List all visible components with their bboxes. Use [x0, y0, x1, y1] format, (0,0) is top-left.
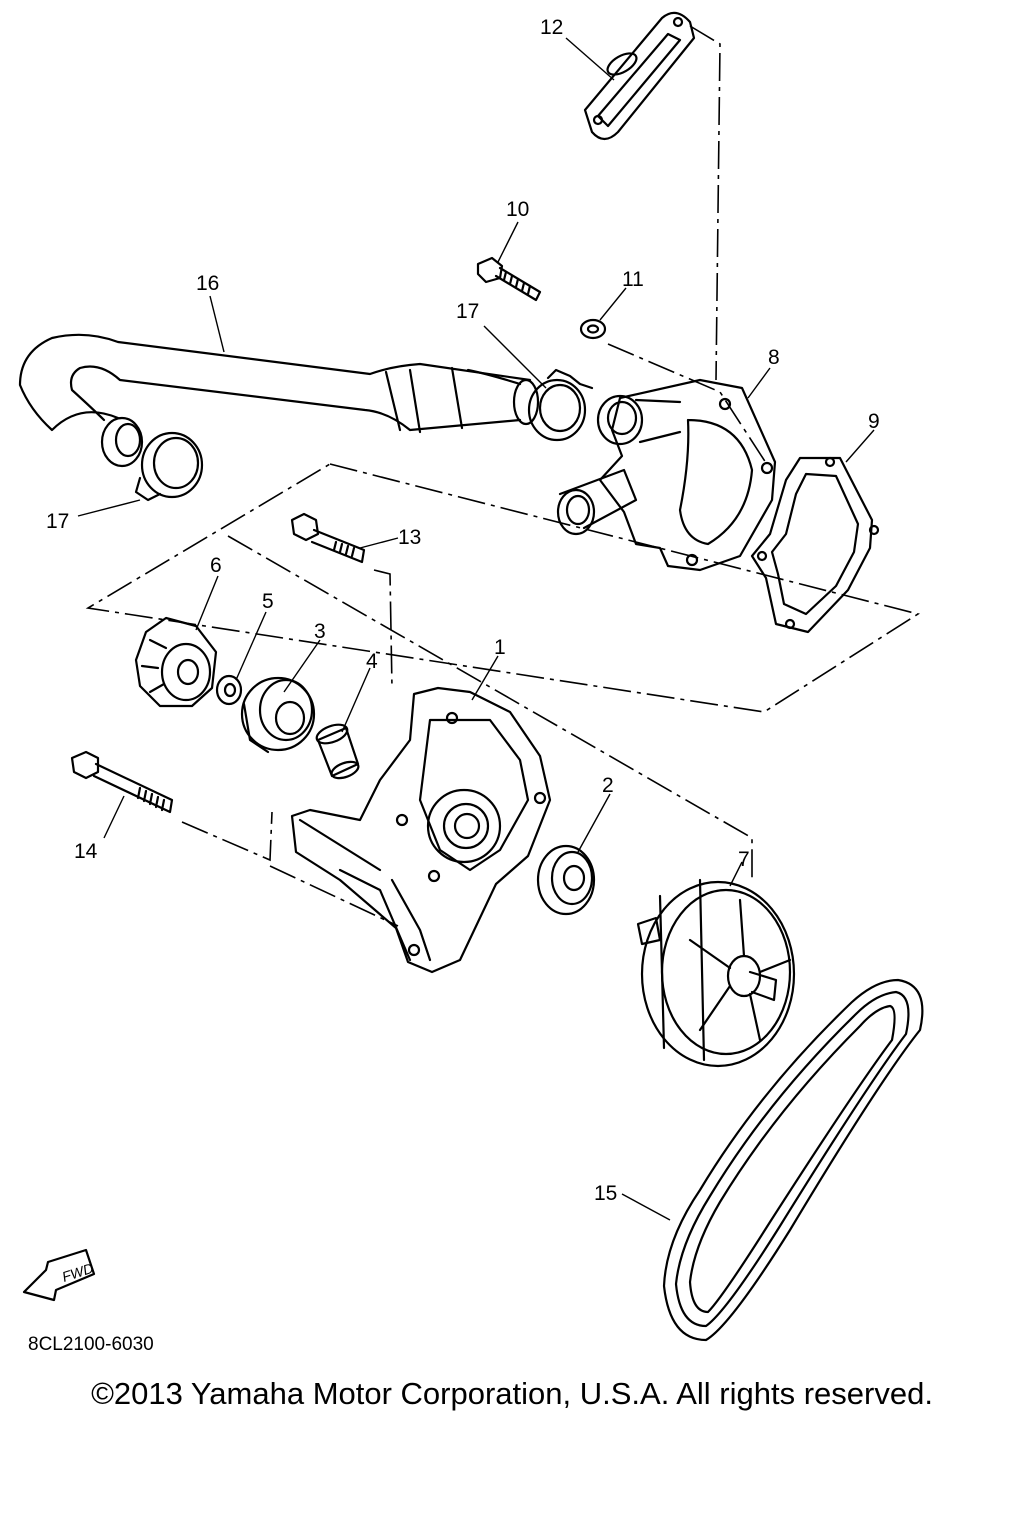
part-11-washer	[579, 318, 607, 340]
callout-15: 15	[594, 1182, 617, 1205]
callout-5: 5	[262, 590, 274, 613]
part-3-seal	[240, 676, 316, 754]
part-6-impeller	[134, 616, 218, 708]
fwd-arrow-icon	[22, 1248, 96, 1302]
callout-10: 10	[506, 198, 529, 221]
part-4-collar	[315, 723, 360, 780]
part-15-belt	[662, 978, 924, 1342]
callout-4: 4	[366, 650, 378, 673]
callout-3: 3	[314, 620, 326, 643]
callout-12: 12	[540, 16, 563, 39]
assembly-lines	[85, 25, 920, 927]
callout-8: 8	[768, 346, 780, 369]
part-5-washer	[215, 674, 243, 706]
copyright-notice: ©2013 Yamaha Motor Corporation, U.S.A. A…	[91, 1376, 933, 1411]
part-13-bolt	[290, 512, 366, 564]
part-9-gasket	[750, 456, 880, 634]
callout-7: 7	[738, 848, 750, 871]
part-16-hose	[18, 333, 540, 468]
part-8-housing-cover	[556, 378, 777, 572]
part-17-clamp-left	[134, 431, 204, 502]
diagram-code: 8CL2100-6030	[28, 1334, 154, 1355]
callout-17-top: 17	[456, 300, 479, 323]
part-17-clamp-right	[527, 368, 594, 442]
part-12-bracket	[583, 11, 696, 141]
callout-16: 16	[196, 272, 219, 295]
part-14-bolt	[70, 750, 174, 814]
callouts: 12 10 11 16 17 8 9 17 13 6 5 3 4 1 2 7 1…	[46, 16, 880, 1205]
callout-17-left: 17	[46, 510, 69, 533]
part-1-pump-body	[290, 686, 552, 974]
callout-11: 11	[622, 268, 644, 291]
part-7-pulley	[636, 878, 796, 1068]
callout-14: 14	[74, 840, 98, 863]
leader-lines	[77, 37, 875, 1221]
callout-13: 13	[398, 526, 421, 549]
callout-1: 1	[494, 636, 506, 659]
part-10-bolt	[476, 256, 542, 302]
callout-2: 2	[602, 774, 614, 797]
callout-9: 9	[868, 410, 880, 433]
callout-6: 6	[210, 554, 222, 577]
part-2-bearing	[536, 844, 596, 916]
